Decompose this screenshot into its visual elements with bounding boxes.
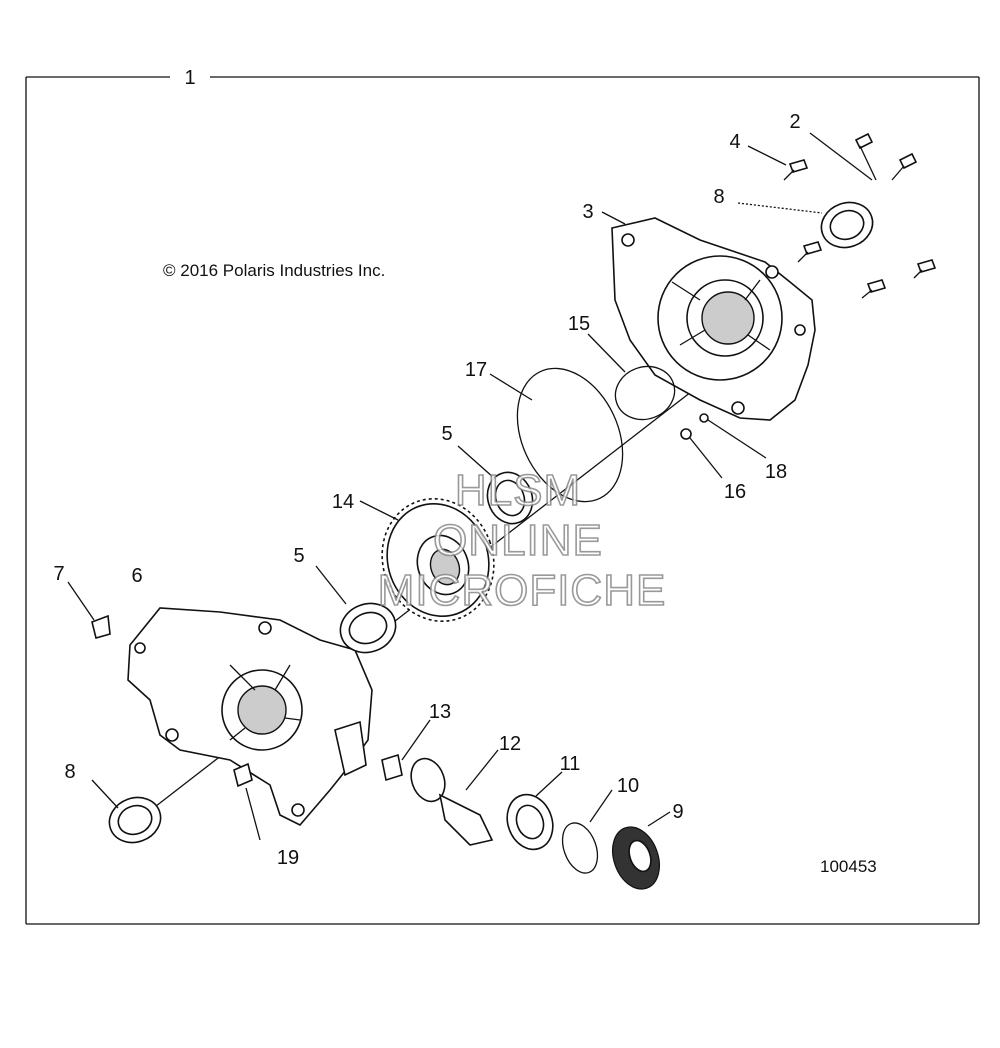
plug-part [680, 428, 692, 440]
callout-8-lower: 8 [64, 761, 75, 783]
washer-part [699, 413, 709, 423]
watermark-line-1: HLSM [455, 466, 581, 515]
callout-13: 13 [429, 701, 451, 723]
callout-12: 12 [499, 733, 521, 755]
bolts-part [783, 132, 937, 299]
callout-labels: 2 3 4 5 5 6 7 8 8 9 10 11 12 13 14 15 16… [53, 111, 800, 869]
vent-cap-part [91, 614, 111, 639]
diagram-id: 100453 [820, 857, 877, 876]
callout-3: 3 [582, 201, 593, 223]
bearing-lower-part [339, 602, 397, 654]
bearing-upper-part [486, 471, 534, 525]
shaft-seal-part [612, 826, 660, 890]
seal-upper-part [820, 201, 874, 249]
watermark-line-2: ONLINE [433, 516, 603, 565]
seal-lower-part [108, 796, 162, 844]
cover-housing-part [611, 217, 816, 421]
callout-5-upper: 5 [441, 423, 452, 445]
callout-7: 7 [53, 563, 64, 585]
copyright-text: © 2016 Polaris Industries Inc. [163, 261, 385, 280]
main-housing-part [127, 607, 373, 826]
callout-9: 9 [672, 801, 683, 823]
callout-8-upper: 8 [713, 186, 724, 208]
needle-bearing-part [381, 753, 403, 782]
callout-19: 19 [277, 847, 299, 869]
drain-plug-part [233, 762, 253, 788]
callout-10: 10 [617, 775, 639, 797]
callout-14: 14 [332, 491, 354, 513]
callout-18: 18 [765, 461, 787, 483]
callout-6: 6 [131, 565, 142, 587]
watermark-line-3: MICROFICHE [378, 566, 667, 615]
callout-2: 2 [789, 111, 800, 133]
watermark: HLSM ONLINE MICROFICHE [377, 465, 667, 616]
ring-gear-part [381, 497, 495, 623]
pinion-bearing-part [506, 793, 554, 851]
pinion-shaft-part [410, 757, 494, 846]
callout-15: 15 [568, 313, 590, 335]
assembly-frame [25, 76, 980, 925]
assembly-callout: 1 [184, 67, 195, 89]
o-ring-small-part [614, 365, 676, 421]
callout-5-lower: 5 [293, 545, 304, 567]
callout-11: 11 [560, 753, 581, 775]
callout-4: 4 [729, 131, 740, 153]
leader-lines [67, 132, 873, 841]
callout-17: 17 [465, 359, 487, 381]
o-ring-large-part [516, 367, 624, 503]
callout-16: 16 [724, 481, 746, 503]
snap-ring-part [561, 822, 599, 874]
